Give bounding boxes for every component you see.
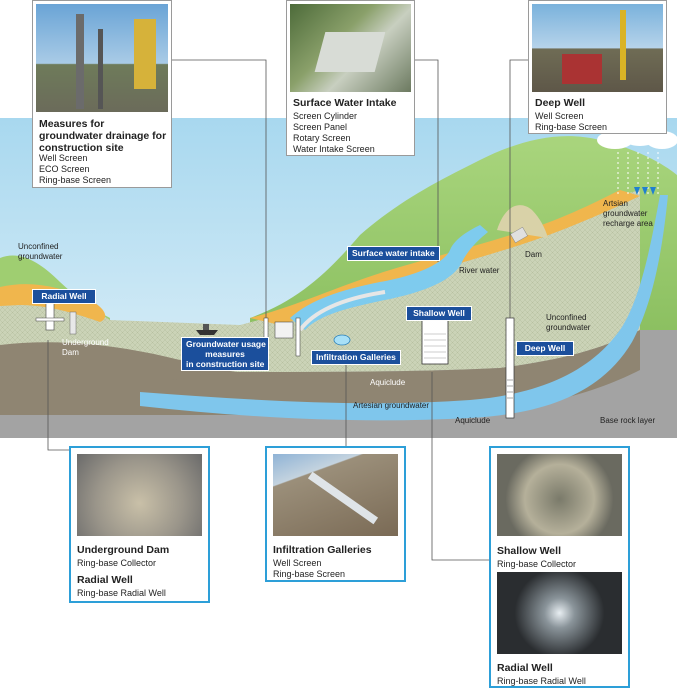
card-deep-well: Deep Well Well Screen Ring-base Screen (528, 0, 667, 134)
card-infiltration-item-1: Well Screen (273, 558, 322, 568)
construction-pit (274, 321, 294, 339)
photo-surface-intake (290, 4, 411, 92)
infiltration-pipe (333, 334, 351, 346)
label-underground-dam-1: Underground (62, 338, 109, 347)
label-aquiclude-right: Aquiclude (455, 416, 491, 425)
river-channel (298, 290, 386, 332)
label-unconfined-left-1: Unconfined (18, 242, 59, 251)
card-construction-drainage: Measures for groundwater drainage for co… (32, 0, 172, 188)
card-infiltration-item-2: Ring-base Screen (273, 569, 346, 579)
card-underground-item-1: Ring-base Collector (77, 558, 157, 568)
label-unconfined-left-2: groundwater (18, 252, 63, 261)
photo-radial-well (497, 572, 622, 654)
artesian-band (140, 195, 668, 421)
card-construction-item-1: Well Screen (39, 153, 88, 163)
card-surface-title: Surface Water Intake (293, 97, 397, 109)
label-unconfined-right: Unconfined groundwater (546, 313, 590, 333)
gravel-layer (0, 190, 640, 372)
photo-underground-dam (77, 454, 202, 536)
card-construction-item-3: Ring-base Screen (39, 175, 112, 185)
card-underground-title-2: Radial Well (77, 574, 133, 586)
card-shallow-well: Shallow Well Ring-base Collector Radial … (489, 446, 630, 688)
card-construction-item-2: ECO Screen (39, 164, 90, 174)
label-artesian-gw: Artesian groundwater (353, 401, 430, 410)
card-deep-title: Deep Well (535, 97, 585, 109)
card-surface-item-2: Screen Panel (293, 122, 348, 132)
dam-structure (510, 226, 528, 244)
deep-well (505, 317, 515, 419)
label-unconfined-right-2: groundwater (546, 323, 591, 332)
label-unconfined-left: Unconfined groundwater (18, 242, 62, 262)
label-artesian-recharge-3: recharge area (603, 219, 653, 228)
boat (196, 330, 218, 335)
photo-infiltration (273, 454, 398, 536)
card-surface-intake: Surface Water Intake Screen Cylinder Scr… (286, 0, 415, 156)
card-infiltration: Infiltration Galleries Well Screen Ring-… (265, 446, 406, 582)
label-dam: Dam (525, 250, 542, 259)
card-surface-item-3: Rotary Screen (293, 133, 351, 143)
card-underground-title-1: Underground Dam (77, 544, 170, 556)
photo-shallow-well (497, 454, 622, 536)
card-surface-item-1: Screen Cylinder (293, 111, 358, 121)
tag-surface-intake: Surface water intake (347, 246, 440, 261)
tag-infiltration: Infiltration Galleries (311, 350, 401, 365)
tag-gw-usage-line-1: Groundwater usage (186, 339, 266, 349)
label-aquiclude-mid: Aquiclude (370, 378, 406, 387)
card-shallow-item-2: Ring-base Radial Well (497, 676, 586, 686)
card-construction-title: Measures for groundwater drainage for co… (39, 118, 167, 154)
tag-deep-well: Deep Well (516, 341, 574, 356)
card-surface-item-4: Water Intake Screen (293, 144, 375, 154)
card-shallow-title-1: Shallow Well (497, 545, 561, 557)
connector-underground (47, 340, 70, 451)
photo-construction-site (36, 4, 168, 112)
connector-deep (509, 59, 528, 318)
card-shallow-item-1: Ring-base Collector (497, 559, 577, 569)
tag-shallow-well: Shallow Well (406, 306, 472, 321)
label-unconfined-right-1: Unconfined (546, 313, 587, 322)
label-base-rock: Base rock layer (600, 416, 656, 425)
tag-gw-usage-line-3: in construction site (186, 359, 265, 369)
tag-gw-usage-line-2: measures (205, 349, 245, 359)
card-infiltration-title: Infiltration Galleries (273, 544, 372, 556)
card-underground-item-2: Ring-base Radial Well (77, 588, 166, 598)
connector-shallow (431, 372, 491, 561)
construction-well-2 (295, 317, 301, 357)
card-deep-item-2: Ring-base Screen (535, 122, 608, 132)
label-artesian-recharge: Artsian groundwater recharge area (603, 199, 653, 229)
tag-gw-usage: Groundwater usage measures in constructi… (181, 337, 269, 371)
card-shallow-title-2: Radial Well (497, 662, 553, 674)
label-river-water: River water (459, 266, 500, 275)
label-artesian-recharge-2: groundwater (603, 209, 648, 218)
card-underground-dam: Underground Dam Ring-base Collector Radi… (69, 446, 210, 603)
radial-well-shaft (45, 299, 55, 331)
photo-deep-well (532, 4, 663, 92)
underground-dam-wall (69, 311, 77, 335)
shallow-well (421, 317, 449, 365)
label-underground-dam: Underground Dam (62, 338, 109, 358)
card-deep-item-1: Well Screen (535, 111, 584, 121)
connector-construction (171, 59, 267, 318)
label-artesian-recharge-1: Artsian (603, 199, 628, 208)
label-underground-dam-2: Dam (62, 348, 79, 357)
connector-surface (414, 59, 439, 262)
tag-radial-well: Radial Well (32, 289, 96, 304)
